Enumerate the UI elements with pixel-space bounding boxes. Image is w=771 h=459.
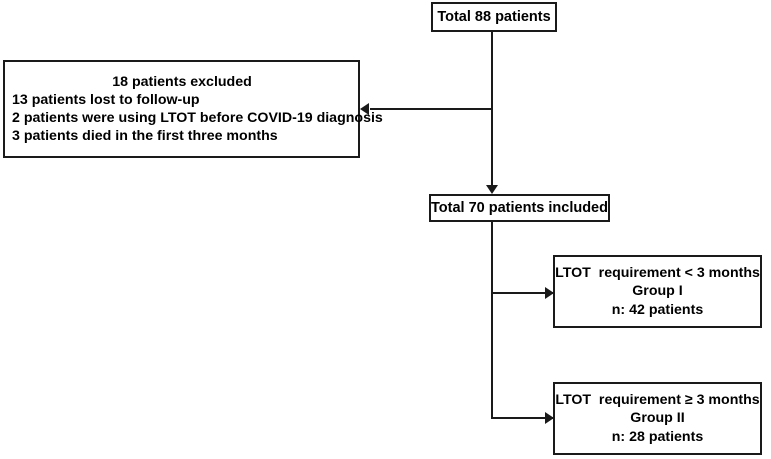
arrowhead-to-group2: [545, 412, 554, 424]
node-group-2-requirement: LTOT requirement ≥ 3 months: [555, 392, 760, 409]
node-total-patients: Total 88 patients: [431, 2, 557, 32]
node-group-2-count: n: 28 patients: [611, 428, 704, 445]
node-included-patients-label: Total 70 patients included: [431, 199, 608, 216]
connector-trunk-lower: [491, 222, 493, 419]
node-group-1-requirement: LTOT requirement < 3 months: [555, 265, 760, 282]
node-excluded-header: 18 patients excluded: [112, 73, 252, 90]
node-excluded-item-1: 13 patients lost to follow-up: [12, 91, 200, 108]
node-group-1-name: Group I: [632, 283, 683, 300]
arrowhead-to-group1: [545, 287, 554, 299]
node-total-patients-label: Total 88 patients: [437, 8, 551, 25]
node-included-patients: Total 70 patients included: [429, 194, 610, 222]
node-group-2-name: Group II: [630, 410, 685, 427]
node-excluded-item-3: 3 patients died in the first three month…: [12, 128, 278, 145]
connector-to-excluded: [370, 108, 492, 110]
node-group-2: LTOT requirement ≥ 3 months Group II n: …: [553, 382, 762, 455]
connector-trunk-upper: [491, 32, 493, 186]
arrowhead-to-excluded: [360, 103, 369, 115]
node-excluded-item-2: 2 patients were using LTOT before COVID-…: [12, 110, 383, 126]
node-group-1-count: n: 42 patients: [611, 301, 704, 318]
node-group-1: LTOT requirement < 3 months Group I n: 4…: [553, 255, 762, 328]
node-excluded-patients: 18 patients excluded 13 patients lost to…: [3, 60, 383, 158]
connector-to-group1: [491, 292, 553, 294]
connector-to-group2: [491, 417, 553, 419]
arrowhead-to-included: [486, 185, 498, 194]
